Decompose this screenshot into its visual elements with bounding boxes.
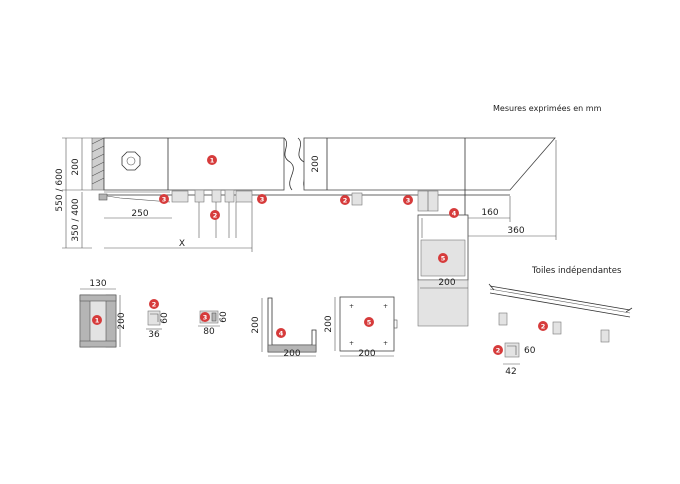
- badge-2-awning: 2: [538, 321, 548, 331]
- svg-text:3: 3: [260, 196, 265, 204]
- dim-350-400: 350 / 400: [71, 198, 81, 241]
- hanging-box: [417, 214, 469, 327]
- badge-5-box: 5: [438, 253, 448, 263]
- dim-d6-42: 42: [505, 367, 516, 377]
- dim-d3-60: 60: [219, 311, 229, 323]
- svg-text:1: 1: [95, 317, 100, 325]
- part-5-plate: + + + + 200 200: [324, 296, 398, 359]
- dim-d4-200-h: 200: [251, 316, 261, 333]
- svg-text:+: +: [383, 303, 388, 310]
- svg-text:2: 2: [541, 323, 546, 331]
- arms: [194, 189, 237, 238]
- svg-text:1: 1: [210, 157, 215, 165]
- dim-250: 250: [131, 209, 148, 219]
- svg-text:3: 3: [406, 197, 411, 205]
- bracket-left: [171, 190, 189, 203]
- svg-text:5: 5: [441, 255, 446, 263]
- bracket-right: [235, 190, 253, 203]
- svg-text:4: 4: [279, 330, 284, 338]
- dim-d5-200-w: 200: [358, 349, 375, 359]
- wall-section: [91, 137, 105, 191]
- housing-right: [303, 137, 556, 191]
- section-title: Toiles indépendantes: [531, 265, 622, 276]
- svg-text:2: 2: [343, 197, 348, 205]
- badge-3-right: 3: [257, 194, 267, 204]
- badge-4-box: 4: [449, 208, 459, 218]
- cassette-lower: [417, 279, 469, 327]
- badge-1-top: 1: [207, 155, 217, 165]
- dim-160: 160: [481, 208, 498, 218]
- dim-d5-200-h: 200: [324, 315, 334, 332]
- dim-d6-60: 60: [524, 346, 536, 356]
- dim-d2-36: 36: [148, 330, 160, 340]
- svg-text:+: +: [349, 303, 354, 310]
- badge-3-left: 3: [159, 194, 169, 204]
- clip-detail-2: [504, 342, 520, 358]
- dim-d3-80: 80: [203, 327, 215, 337]
- clip-a: [498, 312, 508, 326]
- break-line: [283, 137, 294, 191]
- clip-detail: [147, 310, 161, 326]
- dim-left: 200 550 / 600 350 / 400: [55, 137, 92, 249]
- part-4-channel: 200 200: [251, 297, 317, 359]
- dim-d4-200-w: 200: [283, 349, 300, 359]
- badge-2-detail: 2: [149, 299, 159, 309]
- badge-3-detail: 3: [200, 312, 210, 322]
- badge-2-awning-detail: 2: [493, 345, 503, 355]
- main-assembly: [91, 137, 556, 238]
- part-1-profile: 130 200: [79, 279, 127, 348]
- units-note: Mesures exprimées en mm: [493, 103, 602, 113]
- clip-b: [552, 321, 562, 335]
- independent-awnings: 60 42: [488, 283, 633, 377]
- badge-2-middle: 2: [340, 195, 350, 205]
- dim-130: 130: [89, 279, 106, 289]
- dim-d2-60: 60: [160, 312, 170, 324]
- svg-text:4: 4: [452, 210, 457, 218]
- wall-mount: [98, 193, 108, 201]
- svg-text:2: 2: [152, 301, 157, 309]
- svg-text:3: 3: [203, 314, 208, 322]
- clip-c: [600, 329, 610, 343]
- dim-right: 160 360 200: [420, 140, 557, 289]
- badge-1-profile: 1: [92, 315, 102, 325]
- channel-profile: [267, 297, 317, 353]
- svg-text:+: +: [349, 340, 354, 347]
- dim-d1-200: 200: [117, 312, 127, 329]
- housing-left: [103, 137, 285, 191]
- dim-200-mid: 200: [311, 155, 321, 172]
- svg-text:2: 2: [496, 347, 501, 355]
- badge-4-detail: 4: [276, 328, 286, 338]
- part-2-clip: 60 36: [146, 310, 170, 340]
- svg-text:3: 3: [162, 196, 167, 204]
- dim-horizontal: 250 X: [104, 202, 253, 252]
- clip-middle: [351, 192, 363, 206]
- dim-550-600: 550 / 600: [55, 168, 65, 211]
- dim-360: 360: [507, 226, 524, 236]
- dim-200-box5: 200: [438, 278, 455, 288]
- badge-3-box: 3: [403, 195, 413, 205]
- roller-octagon: [121, 151, 141, 171]
- badge-2-arms: 2: [210, 210, 220, 220]
- dim-200-left: 200: [71, 158, 81, 175]
- badge-5-detail: 5: [364, 317, 374, 327]
- svg-text:5: 5: [367, 319, 372, 327]
- dim-x: X: [179, 239, 185, 249]
- svg-text:2: 2: [213, 212, 218, 220]
- svg-text:+: +: [383, 340, 388, 347]
